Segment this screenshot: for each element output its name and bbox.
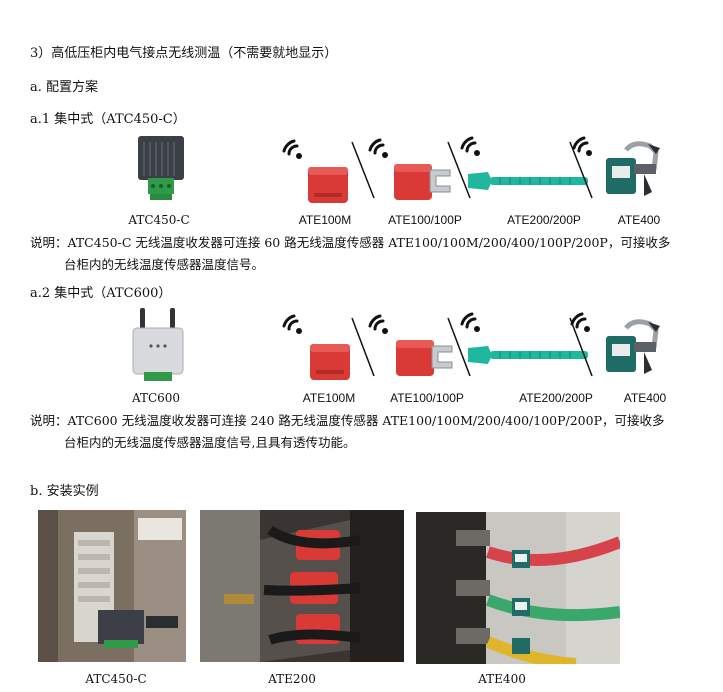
wifi-signal-icon — [572, 136, 592, 156]
a2-note-line1: 说明：ATC600 无线温度收发器可连接 240 路无线温度传感器 ATE100… — [30, 413, 665, 428]
ate100m-sensor-image — [308, 167, 348, 203]
install-heading: b. 安装实例 — [30, 484, 99, 499]
ate100-100p-sensor-image — [396, 340, 453, 376]
a2-note: 说明：ATC600 无线温度收发器可连接 240 路无线温度传感器 ATE100… — [30, 410, 690, 454]
separator-slash — [569, 141, 593, 199]
caption-ate400: ATE400 — [617, 213, 661, 227]
separator-slash — [351, 317, 375, 377]
wifi-signal-icon — [460, 136, 480, 156]
caption-ate100-100p: ATE100/100P — [388, 213, 462, 227]
wifi-signal-icon — [368, 138, 388, 158]
a1-note-line1: 说明：ATC450-C 无线温度收发器可连接 60 路无线温度传感器 ATE10… — [30, 235, 671, 250]
ate400-install-photo — [416, 512, 620, 664]
section-title: 3）高低压柜内电气接点无线测温（不需要就地显示） — [30, 46, 338, 61]
caption-ate200-200p: ATE200/200P — [519, 391, 593, 405]
ate200-200p-sensor-image — [468, 172, 588, 190]
ate100m-sensor-image — [310, 344, 350, 380]
config-heading: a. 配置方案 — [30, 80, 99, 95]
separator-slash — [447, 141, 471, 199]
ate400-sensor-image — [606, 141, 660, 196]
a2-heading: a.2 集中式（ATC600） — [30, 286, 172, 301]
separator-slash — [447, 317, 471, 377]
caption-ate100m: ATE100M — [302, 391, 356, 405]
wifi-signal-icon — [282, 314, 302, 334]
caption-ate200-200p: ATE200/200P — [507, 213, 581, 227]
wifi-signal-icon — [460, 312, 480, 332]
caption-ate100-100p: ATE100/100P — [390, 391, 464, 405]
separator-slash — [569, 317, 593, 377]
caption-atc600: ATC600 — [131, 391, 181, 405]
atc450c-device-image — [138, 136, 184, 200]
caption-photo-ate400: ATE400 — [478, 672, 526, 686]
wifi-signal-icon — [282, 139, 302, 159]
caption-photo-atc450c: ATC450-C — [85, 672, 147, 686]
ate200-200p-sensor-image — [468, 346, 588, 364]
atc450c-install-photo — [38, 510, 186, 662]
a2-note-line2: 台柜内的无线温度传感器温度信号,且具有透传功能。 — [64, 435, 356, 450]
a1-note: 说明：ATC450-C 无线温度收发器可连接 60 路无线温度传感器 ATE10… — [30, 232, 690, 276]
caption-ate400: ATE400 — [623, 391, 667, 405]
a1-note-line2: 台柜内的无线温度传感器温度信号。 — [64, 257, 265, 272]
caption-photo-ate200: ATE200 — [268, 672, 316, 686]
wifi-signal-icon — [570, 312, 590, 332]
wifi-signal-icon — [368, 314, 388, 334]
a1-heading: a.1 集中式（ATC450-C） — [30, 112, 186, 127]
ate400-sensor-image — [606, 319, 660, 374]
separator-slash — [351, 141, 375, 199]
ate200-install-photo — [200, 510, 404, 662]
caption-atc450c: ATC450-C — [128, 213, 190, 227]
atc600-device-image — [132, 308, 184, 381]
caption-ate100m: ATE100M — [298, 213, 352, 227]
ate100-100p-sensor-image — [394, 164, 451, 200]
